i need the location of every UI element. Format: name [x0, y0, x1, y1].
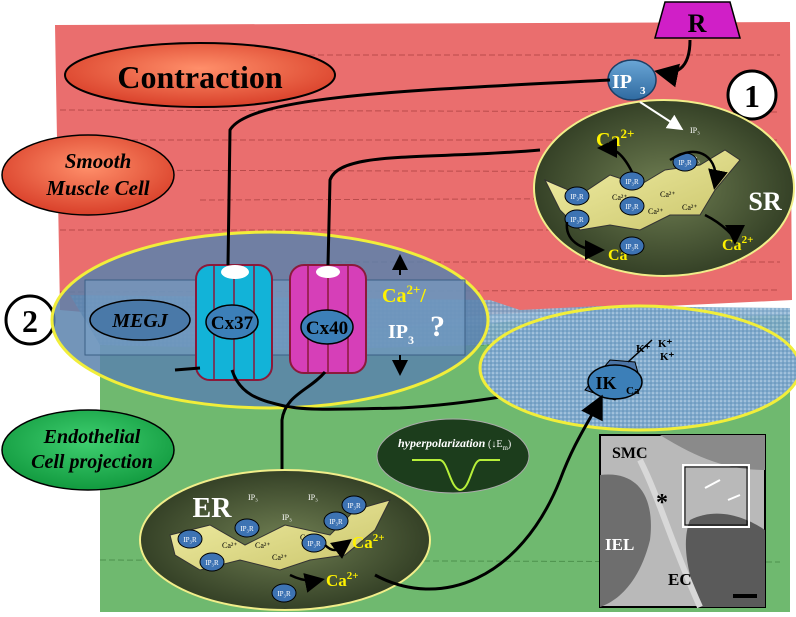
svg-text:Ca²⁺: Ca²⁺ [682, 203, 698, 212]
svg-text:IP₃R: IP₃R [570, 193, 584, 201]
svg-text:?: ? [430, 310, 445, 343]
ikca-panel: IK Ca K⁺ K⁺ K⁺ [478, 304, 796, 432]
svg-text:IP₃R: IP₃R [307, 540, 321, 548]
sr-to-cx40-line [326, 148, 541, 266]
ip3-node: IP 3 [607, 59, 657, 101]
er-to-ikca-arrow [374, 394, 603, 591]
svg-text:Cx40: Cx40 [306, 318, 348, 339]
hyperpolarization-inset: hyperpolarization (↓Em) [376, 418, 530, 494]
svg-text:IP₃: IP₃ [282, 513, 292, 522]
svg-text:IP₃: IP₃ [690, 126, 700, 135]
callout-2: 2 [4, 294, 56, 346]
svg-text:Cell projection: Cell projection [31, 451, 153, 473]
svg-text:Muscle Cell: Muscle Cell [45, 176, 149, 200]
smooth-muscle-cell-label: Smooth Muscle Cell [1, 134, 175, 216]
cx40-channel: Cx40 [289, 264, 367, 374]
svg-text:Ca: Ca [626, 385, 640, 397]
ip3r-receptors-er: IP₃R IP₃R IP₃R IP₃R IP₃R IP₃R IP₃R [177, 495, 367, 603]
svg-text:EC: EC [668, 570, 692, 589]
svg-text:IP₃R: IP₃R [329, 518, 343, 526]
cx-to-er-line [270, 371, 327, 501]
megj-stub-line [174, 366, 201, 372]
svg-text:Ca²⁺: Ca²⁺ [255, 541, 271, 550]
svg-text:Cx37: Cx37 [211, 313, 254, 334]
svg-text:ER: ER [193, 493, 233, 524]
ikca-channel: IK Ca [584, 359, 643, 401]
sr-panel: SR Ca2+ Ca2+ Ca2+ IP₃ IP₃ Ca²⁺ Ca²⁺ Ca²⁺… [533, 99, 795, 277]
svg-text:IP₃R: IP₃R [183, 536, 197, 544]
svg-text:IP₃: IP₃ [308, 493, 318, 502]
svg-text:Ca²⁺: Ca²⁺ [272, 553, 288, 562]
svg-text:*: * [656, 490, 668, 516]
membrane-potential-trace [412, 459, 500, 492]
scale-bar [733, 594, 757, 598]
svg-text:IP₃: IP₃ [248, 493, 258, 502]
svg-text:IK: IK [595, 373, 616, 393]
svg-text:MEGJ: MEGJ [111, 310, 169, 332]
svg-text:IP₃R: IP₃R [625, 243, 639, 251]
svg-text:IP₃R: IP₃R [277, 590, 291, 598]
svg-text:IP₃R: IP₃R [678, 159, 692, 167]
svg-text:(↓Em): (↓Em) [488, 439, 511, 452]
svg-text:Ca²⁺: Ca²⁺ [222, 541, 238, 550]
ip3r-receptors-sr: IP₃R IP₃R IP₃R IP₃R IP₃R IP₃R [564, 152, 698, 256]
er-panel: ER IP₃ IP₃ IP₃ Ca²⁺ Ca²⁺ Ca²⁺ Ca²⁺ IP₃R … [139, 469, 431, 611]
svg-text:IP₃R: IP₃R [347, 502, 361, 510]
svg-text:Ca2+/: Ca2+/ [382, 282, 426, 307]
svg-text:1: 1 [744, 78, 760, 114]
svg-text:IP₃R: IP₃R [205, 559, 219, 567]
receptor-arrow [654, 39, 692, 88]
svg-text:IEL: IEL [605, 535, 634, 554]
megj-panel: MEGJ Cx37 Cx40 Ca2+/ IP3 ? [50, 230, 490, 410]
svg-text:3: 3 [640, 85, 646, 97]
receptor: R [654, 1, 741, 39]
contraction-label: Contraction [64, 42, 336, 108]
svg-text:IP₃R: IP₃R [625, 203, 639, 211]
svg-text:Ca²⁺: Ca²⁺ [612, 193, 628, 202]
svg-text:IP3: IP3 [388, 321, 414, 347]
svg-text:SR: SR [748, 187, 781, 216]
svg-text:IP₃R: IP₃R [625, 178, 639, 186]
svg-text:hyperpolarization: hyperpolarization [398, 436, 486, 450]
svg-text:Ca²⁺: Ca²⁺ [660, 190, 676, 199]
svg-text:IP₃R: IP₃R [570, 216, 584, 224]
svg-text:R: R [688, 9, 707, 38]
ip3-to-sr-arrow [639, 101, 684, 131]
callout-1: 1 [726, 69, 778, 121]
svg-text:Contraction: Contraction [117, 59, 283, 95]
cx37-channel: Cx37 [195, 264, 273, 381]
electron-micrograph: SMC IEL EC * [599, 434, 766, 609]
svg-text:Smooth: Smooth [65, 149, 132, 173]
svg-text:K⁺: K⁺ [660, 351, 675, 363]
svg-text:Ca²⁺: Ca²⁺ [648, 207, 664, 216]
endothelial-cell-label: Endothelial Cell projection [1, 409, 175, 491]
svg-text:IP₃R: IP₃R [240, 525, 254, 533]
svg-text:IP: IP [612, 71, 632, 93]
svg-text:Endothelial: Endothelial [43, 426, 141, 448]
svg-text:2: 2 [22, 303, 38, 339]
svg-text:K⁺: K⁺ [658, 338, 673, 350]
svg-text:Ca2+: Ca2+ [352, 532, 385, 552]
ip3-to-cx37-line [226, 78, 611, 266]
svg-text:Ca2+: Ca2+ [326, 570, 359, 590]
svg-text:SMC: SMC [612, 445, 648, 462]
